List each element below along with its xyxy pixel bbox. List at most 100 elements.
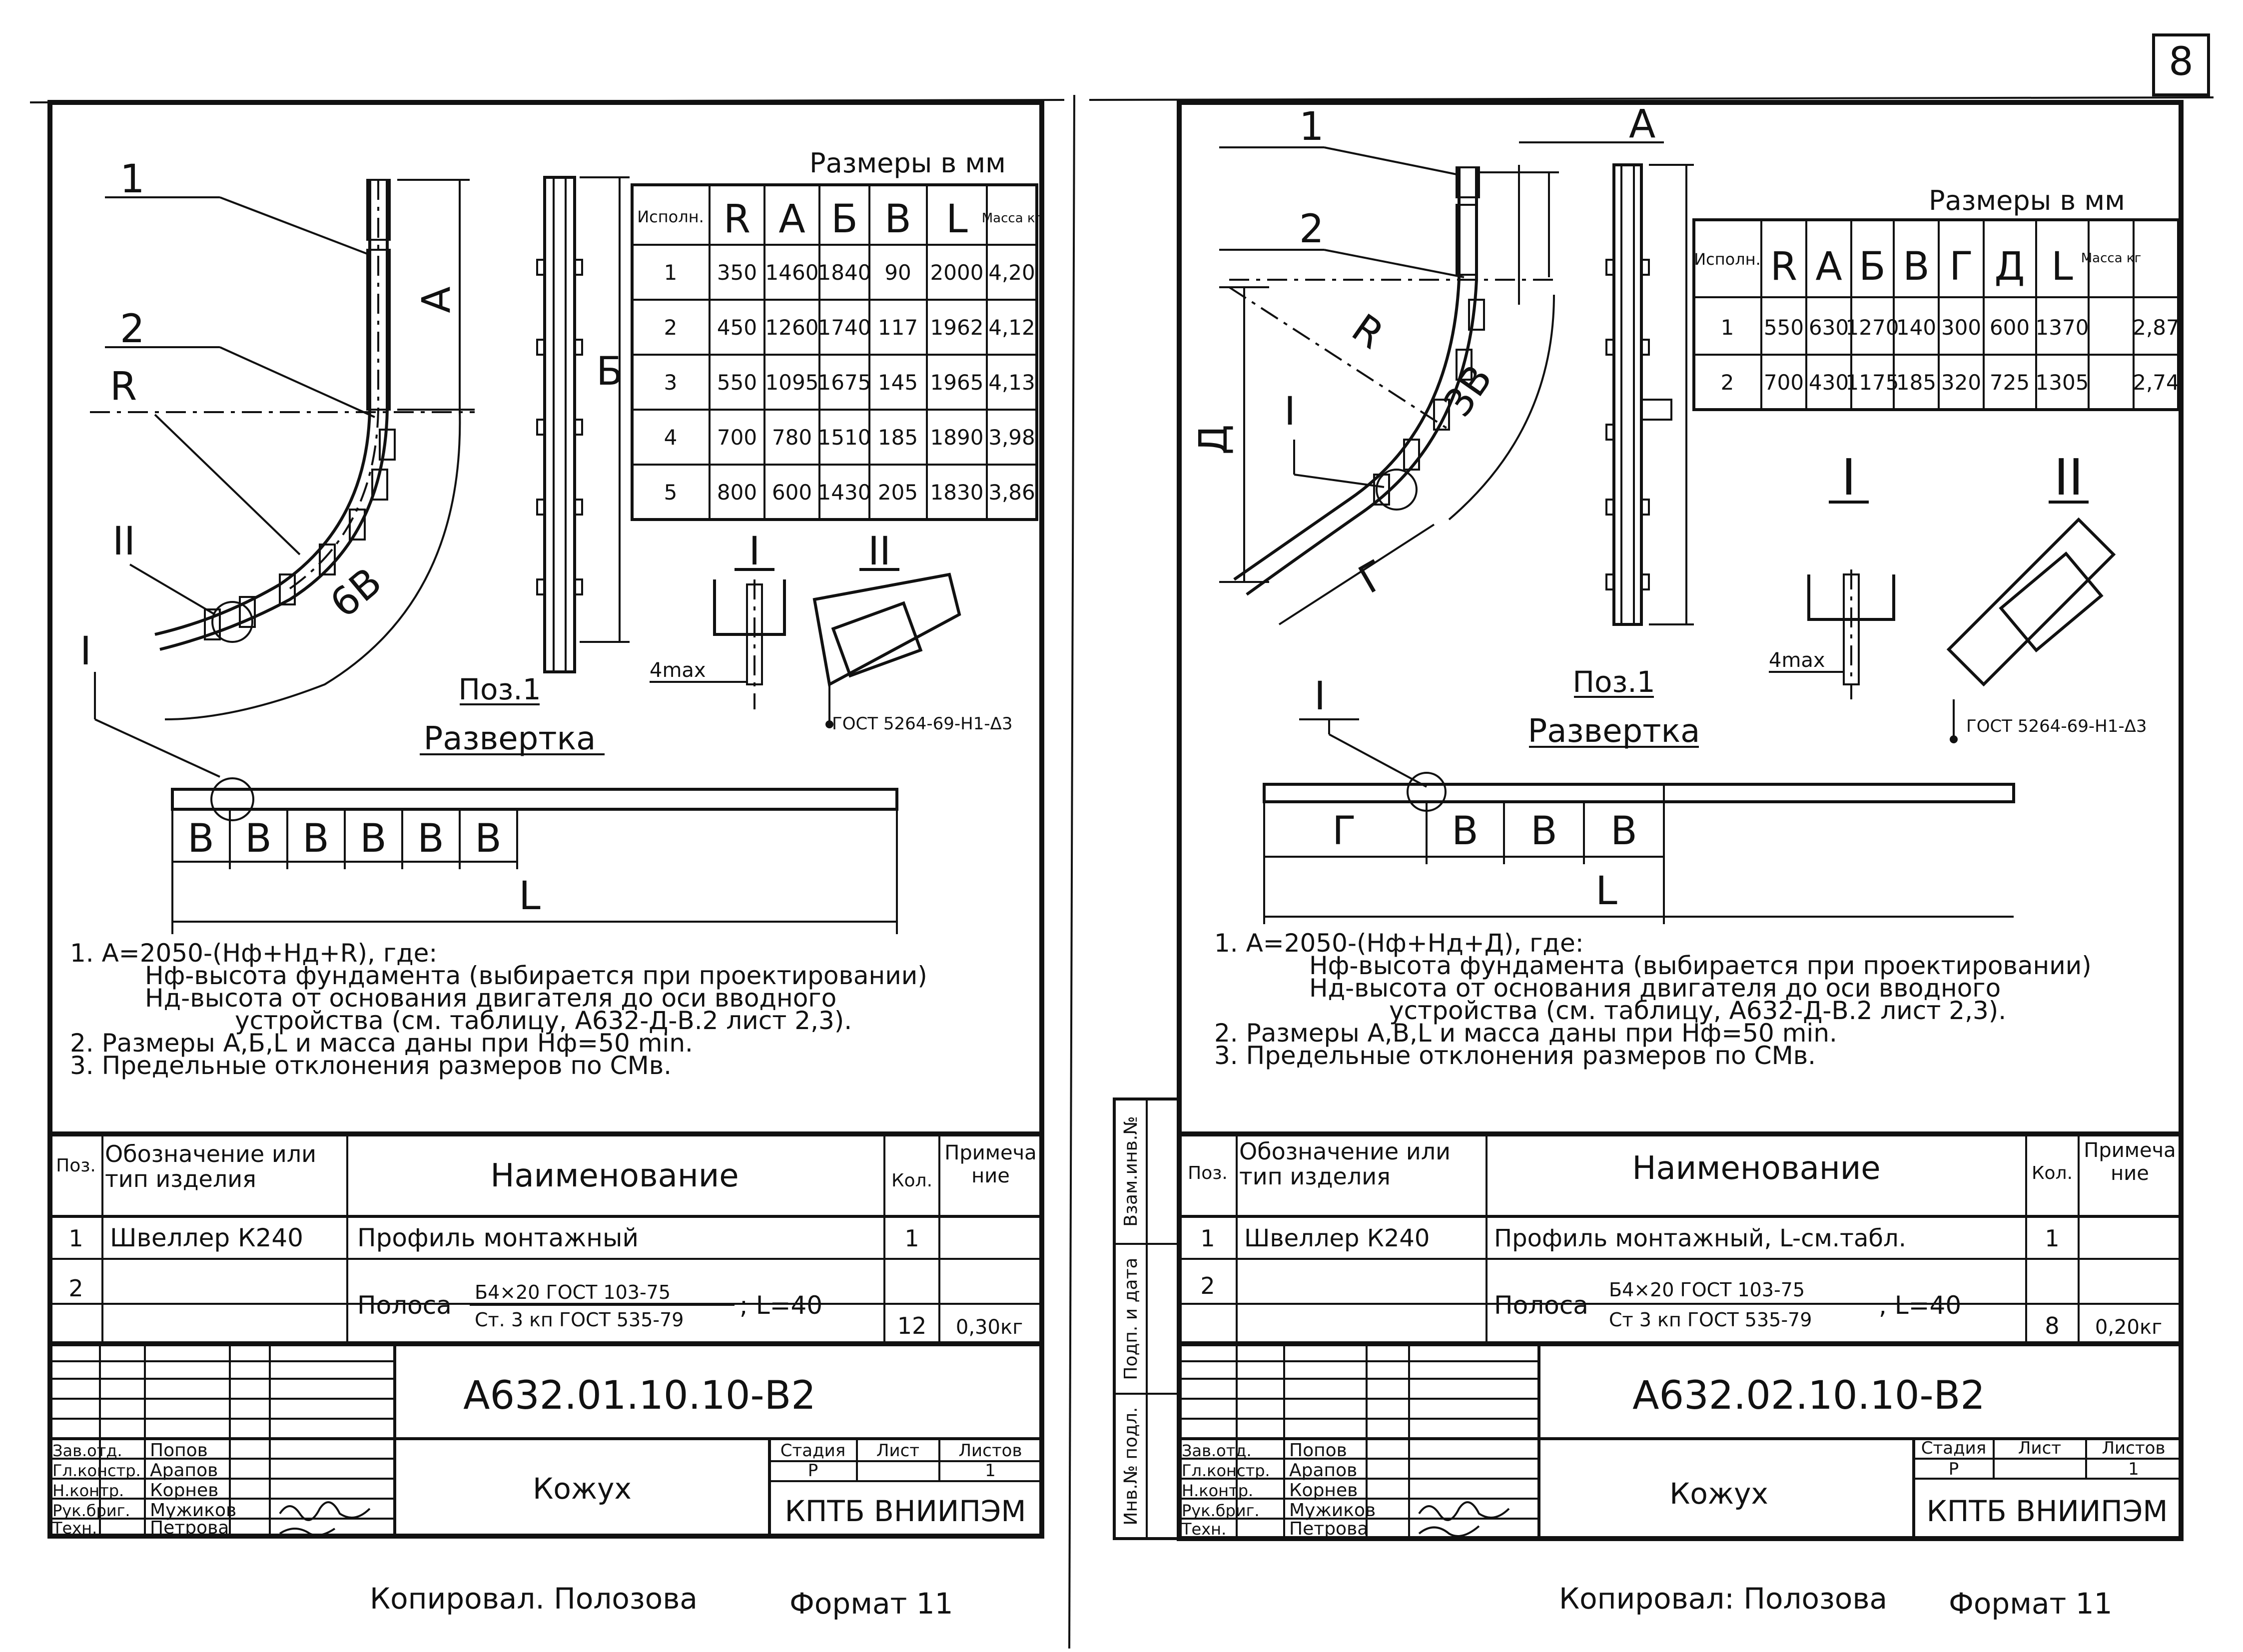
dim-G-label: Г <box>1352 552 1395 603</box>
role-label: Техн. <box>1181 1520 1226 1539</box>
role-label: Гл.констр. <box>52 1461 141 1480</box>
table-cell: 1460 <box>765 260 819 285</box>
note-line: Нд-высота от основания двигателя до оси … <box>1309 974 2001 1003</box>
spec-header-pos: Поз. <box>1188 1163 1228 1183</box>
copied-by: Копировал. Полозова <box>370 1582 698 1616</box>
table-cell: 350 <box>717 260 757 285</box>
table-cell: 1 <box>1721 315 1734 340</box>
table-cell: 4 <box>664 425 678 450</box>
left-title-block: А632.01.10.10-В2 Кожух Стадия Лист Листо… <box>50 1344 1042 1538</box>
table-cell: 550 <box>717 370 757 395</box>
spec-header-pos: Поз. <box>56 1155 96 1176</box>
table-cell: 550 <box>1764 315 1804 340</box>
doc-code: А632.02.10.10-В2 <box>1632 1373 1985 1418</box>
sheets-header: Листов <box>958 1441 1022 1461</box>
left-notes: 1. А=2050-(Нф+Нд+R), где: Нф-высота фунд… <box>70 939 927 1080</box>
left-table-row: 2 450 1260 1740 117 1962 4,12 <box>664 315 1035 340</box>
table-cell: 1830 <box>930 480 984 505</box>
left-th-6: Масса кг <box>982 211 1042 226</box>
left-th-1: R <box>724 197 750 242</box>
right-table-row: 2 700 430 1175 185 320 725 1305 2,74 <box>1721 370 2180 395</box>
left-dimensions-table: Размеры в мм Исполн. R А Б В L Масса кг … <box>631 147 1042 521</box>
table-cell: 1430 <box>818 480 871 505</box>
stamp-inv-orig: Инв.№ подл. <box>1121 1407 1141 1526</box>
leader-2-label: 2 <box>1299 207 1324 252</box>
format-label: Формат 11 <box>1949 1587 2113 1621</box>
left-th-5: L <box>946 197 968 242</box>
spec-header-name: Наименование <box>1632 1150 1880 1187</box>
table-cell: 430 <box>1809 370 1849 395</box>
table-cell: 140 <box>1896 315 1936 340</box>
org-name: КПТБ ВНИИПЭМ <box>785 1494 1026 1528</box>
right-th-0: Исполн. <box>1694 250 1761 269</box>
stage-value: Р <box>1949 1459 1959 1479</box>
role-label: Рук.бриг. <box>1182 1501 1260 1520</box>
left-table-row: 3 550 1095 1675 145 1965 4,13 <box>664 370 1035 395</box>
signature <box>279 1528 336 1537</box>
detail-I-title: I <box>748 529 760 574</box>
leader-A-label: А <box>1629 102 1655 147</box>
person-name: Петрова <box>1289 1519 1368 1539</box>
signature <box>1418 1525 1480 1537</box>
right-notes: 1. А=2050-(Нф+Нд+Д), где: Нф-высота фунд… <box>1214 929 2092 1070</box>
sheet-number: 8 <box>2169 39 2194 84</box>
right-title-block: А632.02.10.10-В2 Кожух Стадия Лист Листо… <box>1179 1344 2181 1539</box>
table-cell: 2,87 <box>2133 315 2180 340</box>
right-th-5: Г <box>1949 244 1973 289</box>
role-label: Н.контр. <box>52 1481 124 1500</box>
strip-label: В <box>1610 809 1637 854</box>
spec-row-name-prefix: Полоса <box>357 1291 452 1320</box>
spec-header-name: Наименование <box>490 1157 739 1194</box>
right-detail-II: II ГОСТ 5264-69-Н1-Δ3 <box>1946 448 2147 743</box>
spec-row-fraction-bottom: Ст. 3 кп ГОСТ 535-79 <box>475 1309 684 1331</box>
dim-A-label: A <box>414 286 459 313</box>
table-cell: 5 <box>664 480 678 505</box>
left-detail-I: I 4max <box>650 529 786 709</box>
role-label: Зав.отд. <box>1182 1441 1252 1460</box>
left-table-caption: Размеры в мм <box>809 147 1006 179</box>
sheets-header: Листов <box>2102 1438 2165 1458</box>
table-cell: 2000 <box>930 260 984 285</box>
stamp-replace-inv: Взам.инв.№ <box>1121 1116 1141 1227</box>
detail-I-title: I <box>1841 448 1856 507</box>
doc-title: Кожух <box>1669 1477 1768 1511</box>
spec-row-fraction-top: Б4×20 ГОСТ 103-75 <box>475 1281 671 1303</box>
detail-I-marker: I <box>80 629 91 674</box>
strip-label: В <box>1452 809 1479 854</box>
table-cell: 1175 <box>1846 370 1899 395</box>
length-L-label: L <box>519 874 541 919</box>
stamp-sign-date: Подп. и дата <box>1121 1257 1141 1380</box>
detail-II-title: II <box>868 529 891 574</box>
leader-2-label: 2 <box>120 307 145 352</box>
copied-by: Копировал: Полозова <box>1559 1582 1887 1616</box>
table-cell: 725 <box>1990 370 2030 395</box>
person-name: Попов <box>150 1440 208 1461</box>
note-line: 2. Размеры А,Б,L и масса даны при Нф=50 … <box>70 1029 693 1058</box>
spec-row-note: 0,30кг <box>956 1316 1023 1339</box>
pos-label: Поз.1 <box>1572 665 1655 699</box>
right-th-7: L <box>2051 244 2073 289</box>
spec-header-qty: Кол. <box>891 1170 932 1191</box>
table-cell: 2,74 <box>2133 370 2180 395</box>
left-razvertka: Поз.1 Развертка В В В В В В L <box>171 672 898 934</box>
spec-row: 2 Полоса Б4×20 ГОСТ 103-75 Ст 3 кп ГОСТ … <box>1200 1272 2162 1339</box>
table-cell: 117 <box>878 315 918 340</box>
left-table-row: 5 800 600 1430 205 1830 3,86 <box>664 480 1035 505</box>
doc-title: Кожух <box>533 1472 632 1506</box>
table-cell: 300 <box>1941 315 1981 340</box>
right-th-4: В <box>1903 244 1930 289</box>
table-cell: 1962 <box>930 315 984 340</box>
strip-label: Г <box>1332 809 1356 854</box>
table-cell: 320 <box>1941 370 1981 395</box>
right-th-1: R <box>1770 244 1797 289</box>
note-line: 3. Предельные отклонения размеров по СМв… <box>1214 1041 1816 1070</box>
spec-row-name-prefix: Полоса <box>1494 1291 1588 1320</box>
left-side-view: Б <box>536 176 630 673</box>
left-th-4: В <box>884 197 911 242</box>
left-table-row: 4 700 780 1510 185 1890 3,98 <box>664 425 1035 450</box>
sheets-value: 1 <box>2128 1459 2139 1479</box>
right-spec-table: Поз. Обозначение или тип изделия Наимено… <box>1179 1131 2181 1346</box>
leader-1-label: 1 <box>120 157 145 202</box>
spec-row-qty: 1 <box>2045 1225 2059 1252</box>
spec-header-note: Примечание <box>944 1141 1037 1187</box>
